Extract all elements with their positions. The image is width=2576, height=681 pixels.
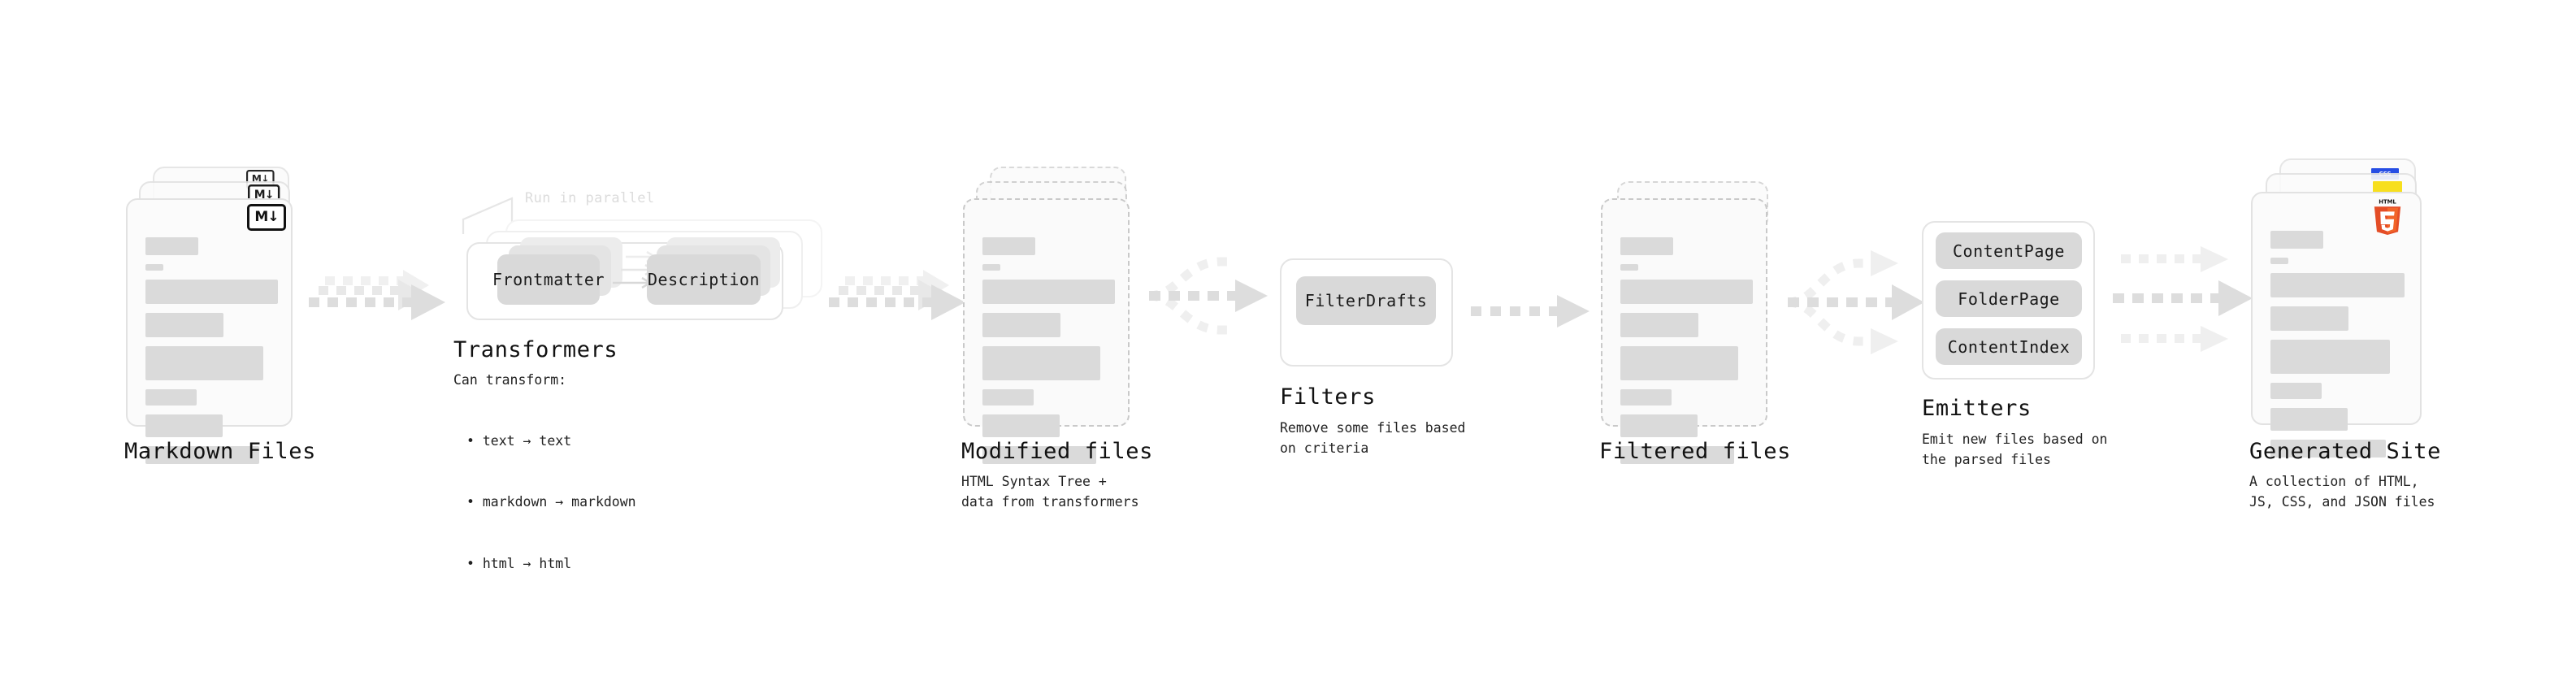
markdown-card-front (126, 198, 293, 464)
chip-folderpage-label: FolderPage (1958, 288, 2060, 309)
chip-contentpage-label: ContentPage (1953, 241, 2065, 261)
content-bar (145, 280, 278, 304)
stage-generated-site: CSS HTML (2249, 158, 2440, 510)
filters-subtitle: Remove some files based on criteria (1280, 420, 1466, 457)
content-bar (982, 414, 1060, 437)
content-bar (1620, 389, 1672, 406)
content-bar (2270, 231, 2323, 249)
stage-markdown-files: M↓ M↓ M↓ Markdown Files (124, 167, 315, 464)
content-bar (982, 237, 1035, 255)
label-transformers: Transformers (453, 337, 618, 362)
chip-filterdrafts-label: FilterDrafts (1304, 291, 1428, 310)
chip-description-label: Description (648, 270, 760, 289)
content-bar (1620, 237, 1673, 255)
arrow-modified-to-filters (1148, 257, 1268, 335)
run-in-parallel-leader-line (462, 197, 514, 234)
filtered-card-stack (1601, 167, 1780, 464)
content-bar (2270, 383, 2322, 399)
content-bar (982, 389, 1034, 406)
label-filtered-files: Filtered files (1599, 439, 1791, 464)
chip-frontmatter-label: Frontmatter (492, 270, 605, 289)
markdown-icon-front: M↓ (247, 204, 286, 231)
generated-content-bars (2270, 231, 2405, 466)
chip-frontmatter[interactable]: Frontmatter (492, 254, 604, 305)
arrow-transformers-to-modified (829, 270, 965, 320)
content-bar (982, 264, 1000, 271)
content-bar (982, 446, 1096, 464)
markdown-card-stack: M↓ M↓ M↓ (126, 167, 305, 464)
content-bar (2270, 273, 2405, 297)
label-run-in-parallel: Run in parallel (525, 190, 655, 206)
content-bar (2270, 340, 2390, 374)
generated-site-subtitle: A collection of HTML, JS, CSS, and JSON … (2249, 474, 2435, 510)
chip-contentpage[interactable]: ContentPage (1936, 232, 2082, 269)
filtered-card-front (1601, 198, 1767, 464)
content-bar (145, 237, 198, 255)
markdown-content-bars (145, 237, 278, 473)
modified-files-subtitle: HTML Syntax Tree + data from transformer… (961, 474, 1139, 510)
content-bar (1620, 313, 1698, 337)
content-bar (2270, 258, 2288, 264)
content-bar (145, 446, 259, 464)
list-item: • markdown → markdown (466, 494, 636, 510)
content-bar (2270, 408, 2348, 431)
svg-text:HTML: HTML (2379, 198, 2396, 205)
content-bar (1620, 346, 1738, 380)
content-bar (1620, 446, 1734, 464)
label-markdown-files: Markdown Files (124, 439, 316, 464)
label-filters: Filters (1280, 384, 1376, 410)
content-bar (145, 389, 197, 406)
content-bar (145, 264, 163, 271)
chip-contentindex-label: ContentIndex (1947, 336, 2071, 357)
arrow-emitters-to-generated-site (2113, 246, 2253, 352)
content-bar (982, 280, 1115, 304)
modified-card-stack (963, 167, 1142, 464)
modified-content-bars (982, 237, 1115, 473)
list-item: • html → html (466, 555, 572, 571)
generated-card-stack: CSS HTML (2251, 158, 2438, 458)
content-bar (1620, 264, 1638, 271)
content-bar (1620, 414, 1698, 437)
content-bar (982, 313, 1060, 337)
emitters-subtitle: Emit new files based on the parsed files (1922, 432, 2108, 468)
chip-contentindex[interactable]: ContentIndex (1936, 328, 2082, 365)
chip-filterdrafts[interactable]: FilterDrafts (1296, 276, 1436, 325)
arrow-filtered-to-emitters (1787, 250, 1924, 354)
content-bar (1620, 280, 1753, 304)
chip-description[interactable]: Description (647, 254, 761, 305)
content-bar (982, 346, 1100, 380)
label-emitters: Emitters (1922, 396, 2032, 421)
content-bar (145, 313, 223, 337)
content-bar (2270, 306, 2348, 331)
label-generated-site: Generated Site (2249, 439, 2441, 464)
label-modified-files: Modified files (961, 439, 1153, 464)
stage-filtered-files: Filtered files (1599, 167, 1790, 464)
transformers-subheading: Can transform: (453, 372, 567, 388)
content-bar (145, 414, 223, 437)
list-item: • text → text (466, 433, 572, 449)
content-bar (2270, 440, 2386, 458)
content-bar (145, 346, 263, 380)
chip-folderpage[interactable]: FolderPage (1936, 280, 2082, 317)
modified-card-front (963, 198, 1130, 464)
arrow-filters-to-filtered (1471, 295, 1589, 327)
stage-modified-files: Modified files HTML Syntax Tree + data f… (961, 167, 1152, 510)
filtered-content-bars (1620, 237, 1753, 473)
arrow-markdown-to-transformers (309, 270, 445, 320)
html5-icon: HTML (2374, 198, 2401, 235)
transformers-bullet-list: • text → text • markdown → markdown • ht… (466, 390, 636, 614)
